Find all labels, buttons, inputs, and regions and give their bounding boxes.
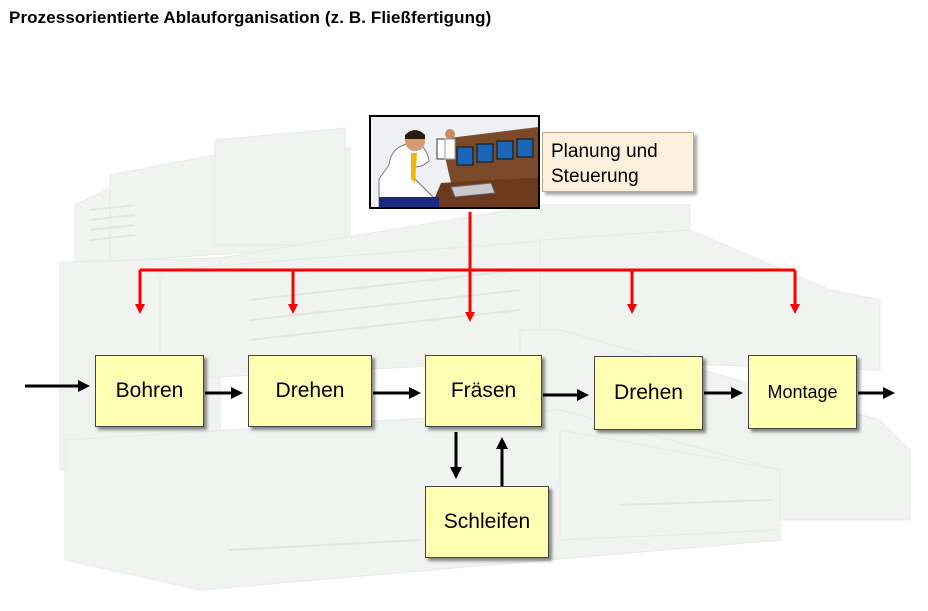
- control-arrows: [135, 212, 800, 322]
- flow-arrows: [25, 380, 895, 486]
- station-montage: Montage: [748, 355, 857, 429]
- control-room-operator-photo: [369, 115, 540, 209]
- page-title: Prozessorientierte Ablauforganisation (z…: [9, 8, 492, 27]
- operator-illustration: [371, 117, 538, 207]
- factory-background-illustration: [59, 127, 911, 591]
- station-schleifen: Schleifen: [425, 486, 549, 558]
- station-drehen-2: Drehen: [594, 356, 703, 430]
- station-drehen-1: Drehen: [248, 355, 372, 427]
- station-bohren: Bohren: [95, 355, 204, 427]
- station-fraesen: Fräsen: [425, 355, 542, 427]
- planning-control-label: Planung und Steuerung: [542, 132, 694, 192]
- planning-label-line2: Steuerung: [551, 166, 639, 187]
- planning-label-line1: Planung und: [551, 141, 658, 162]
